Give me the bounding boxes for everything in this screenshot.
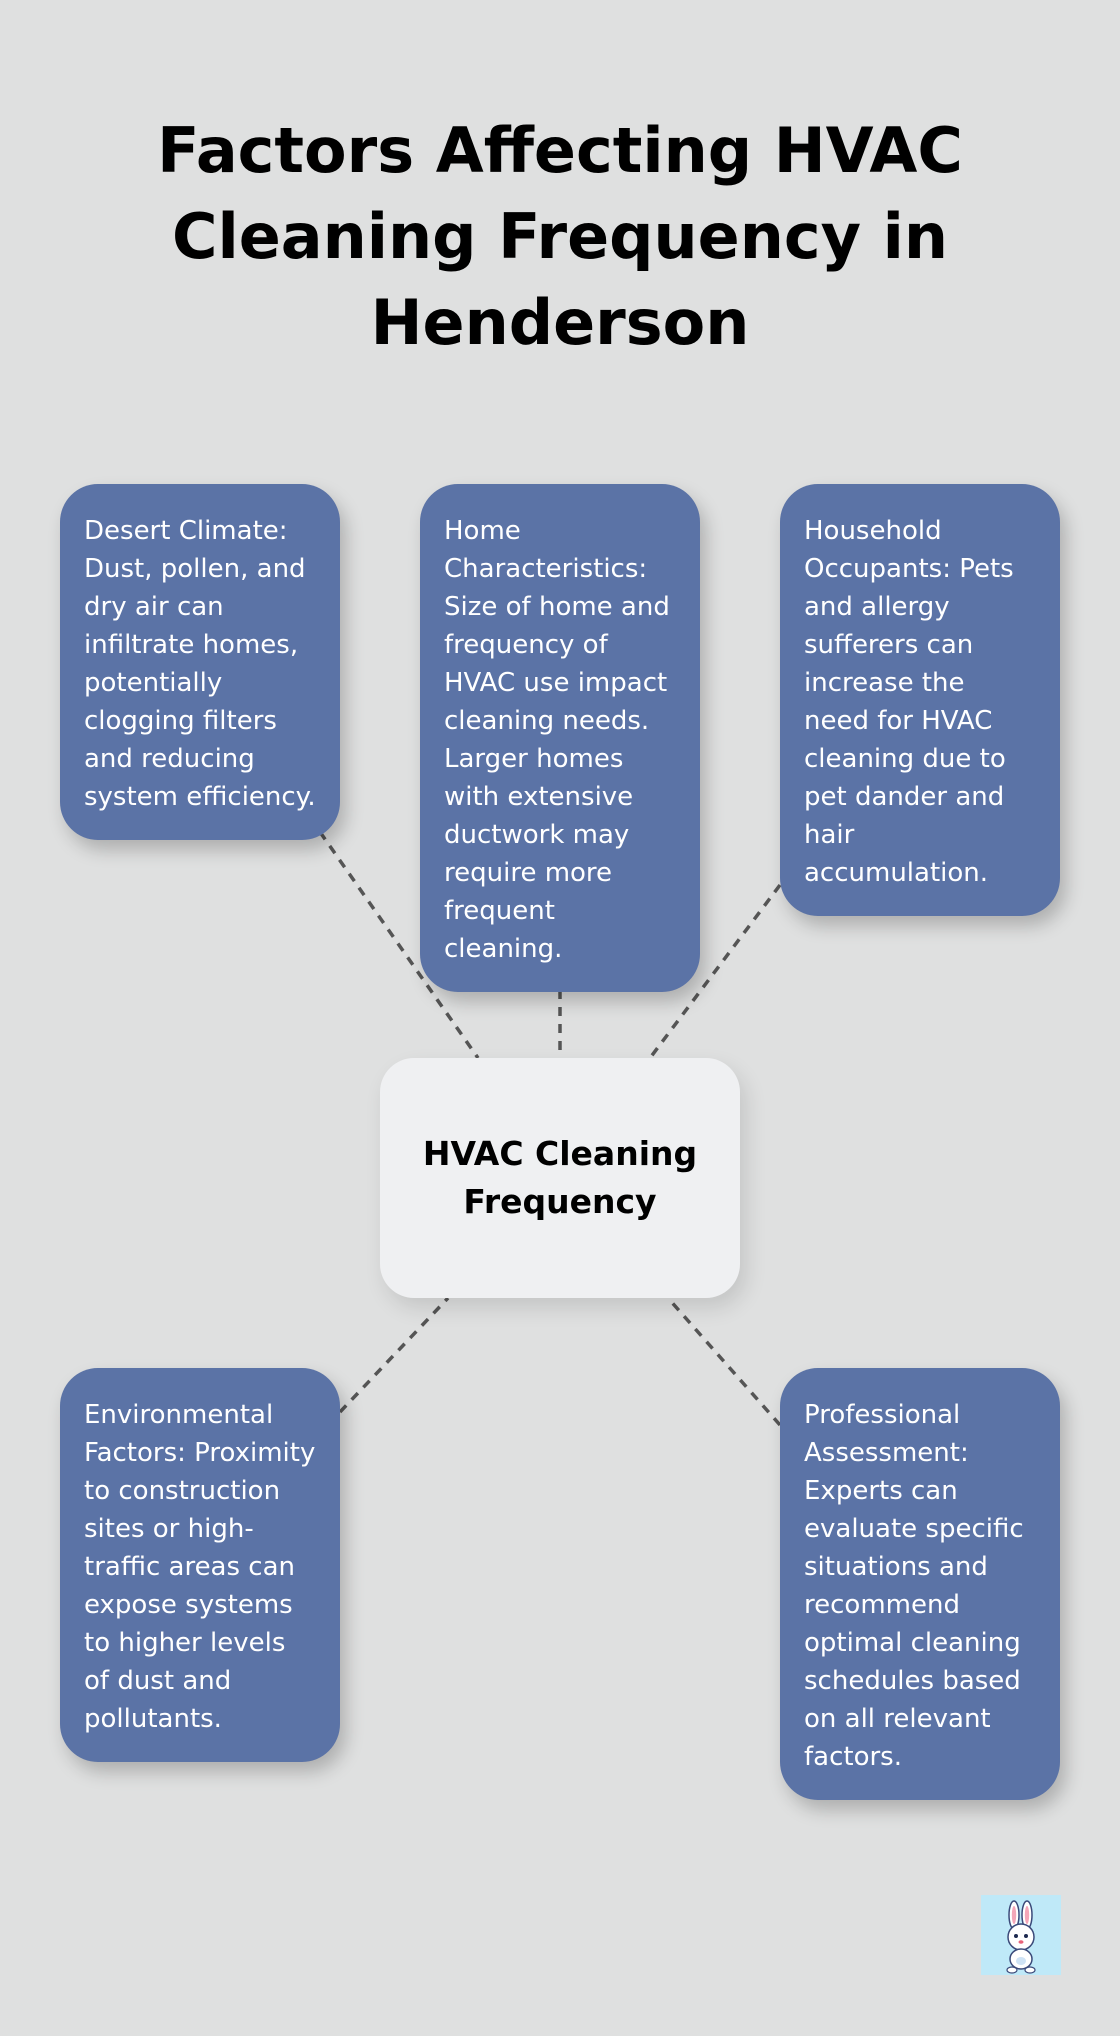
factor-home-characteristics: Home Characteristics: Size of home and f… <box>420 484 700 992</box>
connector-household-occupants <box>648 883 782 1060</box>
connector-environmental-factors <box>338 1296 450 1414</box>
connector-desert-climate <box>318 830 480 1060</box>
center-label: HVAC Cleaning Frequency <box>422 1134 698 1221</box>
center-node: HVAC Cleaning Frequency <box>380 1058 740 1298</box>
factor-desert-climate: Desert Climate: Dust, pollen, and dry ai… <box>60 484 340 840</box>
connector-professional-assessment <box>666 1296 782 1427</box>
factor-household-occupants: Household Occupants: Pets and allergy su… <box>780 484 1060 916</box>
factor-professional-assessment: Professional Assessment: Experts can eva… <box>780 1368 1060 1800</box>
rabbit-mascot-icon <box>981 1895 1061 1975</box>
factor-environmental-factors: Environmental Factors: Proximity to cons… <box>60 1368 340 1762</box>
page-title: Factors Affecting HVAC Cleaning Frequenc… <box>157 114 963 359</box>
